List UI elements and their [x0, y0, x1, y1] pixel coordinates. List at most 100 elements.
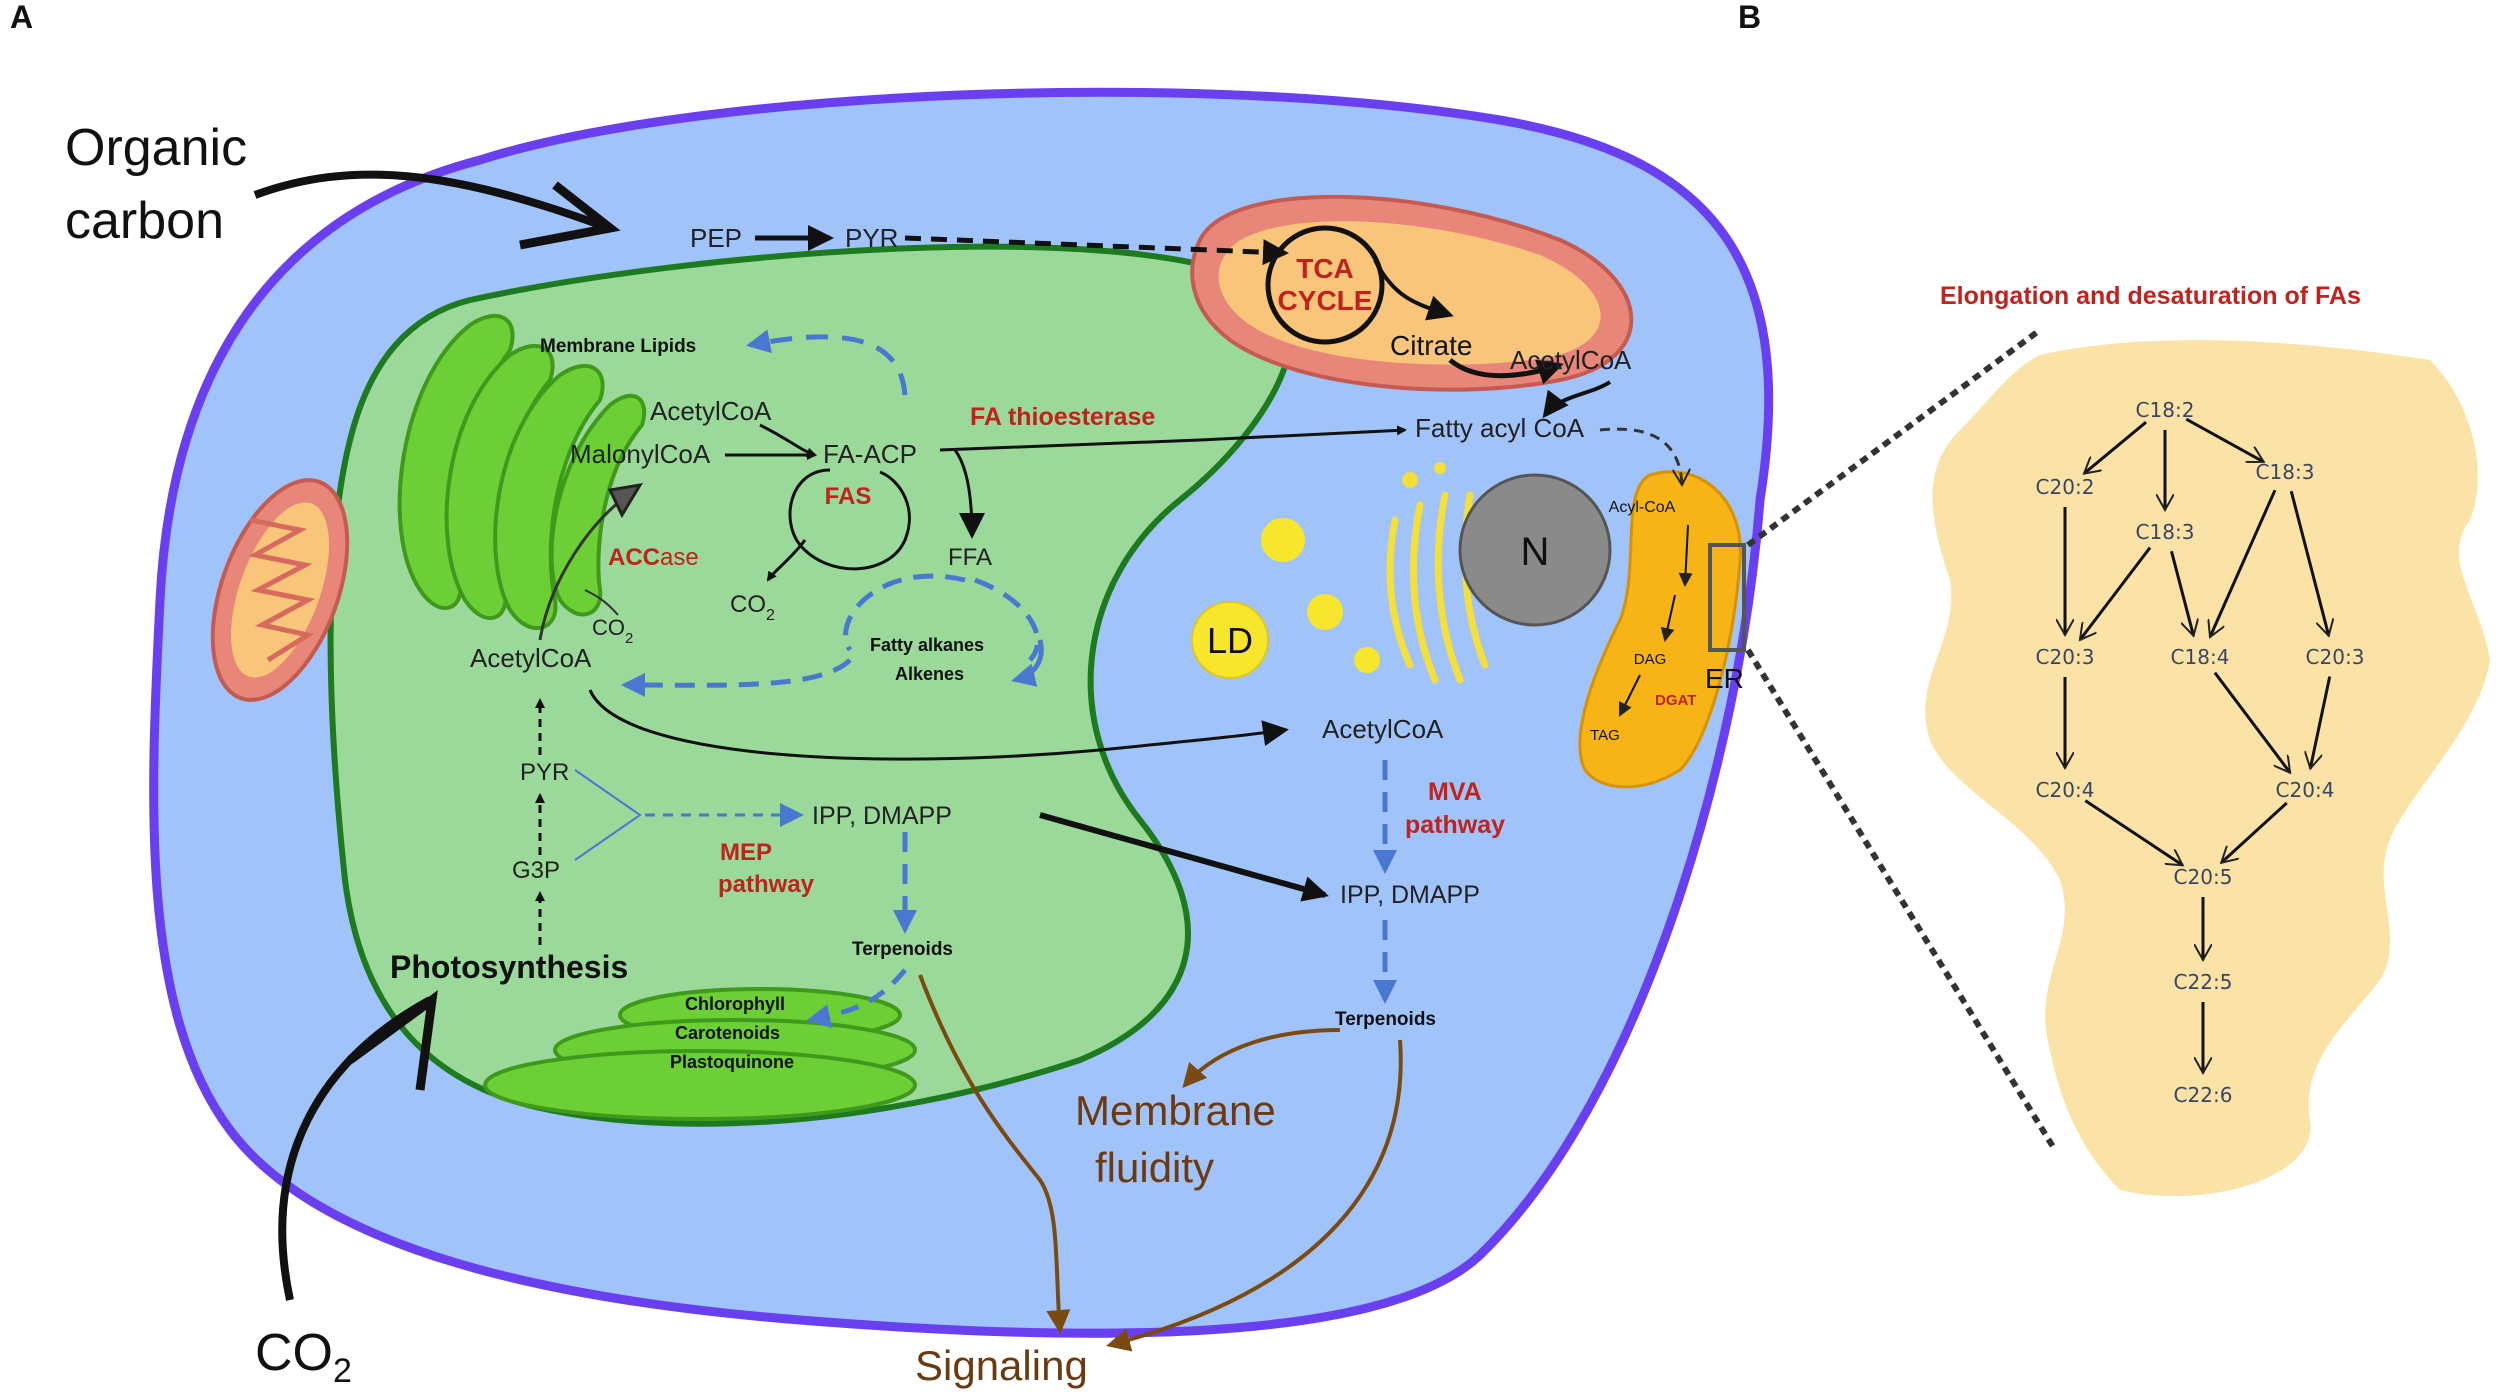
faacp-to-ffa-arrow	[953, 449, 985, 539]
fas-to-co2-arrow	[766, 539, 807, 582]
pathway-edge	[2084, 421, 2147, 473]
co2-acc-line	[584, 589, 619, 616]
pathway-edge	[2185, 417, 2263, 464]
accase-label: ACCase	[608, 544, 699, 571]
acetylcoa-chl-top-label: AcetylCoA	[650, 396, 772, 426]
pep-label: PEP	[690, 223, 742, 253]
er-arrow-1	[1678, 524, 1693, 587]
co2-acc-label: CO2	[592, 615, 633, 647]
mitochondrion-tca	[1190, 194, 1634, 392]
tca-label-1: TCA	[1296, 253, 1354, 284]
pyr-to-tca-arrow	[904, 235, 1289, 266]
fa-acp-label: FA-ACP	[823, 439, 917, 469]
terpenoids-chl-label: Terpenoids	[852, 939, 953, 960]
zoom-line-top	[1746, 327, 2042, 548]
fatty-acid-node: C22:5	[2174, 970, 2233, 994]
organic-carbon-label-1: Organic	[65, 119, 247, 177]
mep-label-1: MEP	[720, 839, 772, 866]
er-acylcoa: Acyl-CoA	[1609, 499, 1676, 516]
acetylcoa-to-fattyacyl-arrow	[1542, 380, 1612, 419]
lipid-droplet-small	[1261, 518, 1305, 562]
fattyacyl-to-er-arrow	[1599, 427, 1682, 485]
ipp-dmapp-chl-label: IPP, DMAPP	[812, 802, 952, 830]
thylakoid-stack-top	[397, 313, 647, 631]
membrane-lipids-label: Membrane Lipids	[540, 336, 696, 357]
mitochondrion-left	[210, 478, 350, 702]
pathway-edge	[2213, 671, 2290, 773]
terpenoids-chl-to-signaling-arrow	[918, 974, 1071, 1334]
acetylcoa-chl-label: AcetylCoA	[470, 643, 592, 673]
malonylcoa-label: MalonylCoA	[570, 439, 711, 469]
er-tag: TAG	[1590, 727, 1620, 744]
fatty-acid-node: C20:3	[2306, 645, 2365, 669]
faacp-to-membrane-lipids-arrow	[746, 329, 908, 396]
fatty-acid-node: C18:3	[2256, 460, 2315, 484]
fatty-acid-node: C20:3	[2036, 645, 2095, 669]
faacp-to-fattyacylcoa-arrow	[939, 425, 1407, 452]
membrane-fluidity-label-2: fluidity	[1095, 1144, 1214, 1191]
fatty-acyl-coa-label: Fatty acyl CoA	[1415, 413, 1585, 443]
terpenoids-to-pigments-arrow	[806, 968, 907, 1028]
fatty-acid-node: C18:3	[2136, 520, 2195, 544]
pyr-chl-label: PYR	[520, 759, 569, 786]
co2-input-arrowhead	[347, 990, 438, 1091]
pathway-edge	[2221, 801, 2288, 863]
fa-thioesterase-label: FA thioesterase	[970, 403, 1155, 431]
tca-to-citrate-arrow	[1373, 259, 1454, 321]
accase-arrowhead	[607, 482, 643, 519]
alkanes-arrowhead	[1011, 639, 1044, 687]
acetylcoa-mito-label: AcetylCoA	[1510, 345, 1632, 375]
ipp-chl-to-cyto-arrow	[1039, 812, 1329, 902]
golgi-vesicle	[1434, 462, 1446, 474]
lipid-droplet-small	[1354, 647, 1380, 673]
er-dag: DAG	[1634, 651, 1667, 668]
er-zoom-box	[1708, 543, 1746, 652]
pathway-edge	[2310, 676, 2332, 769]
ffa-back-to-acetylcoa-arrow	[621, 658, 852, 698]
er-arrow-3	[1619, 674, 1641, 717]
fatty-acid-node: C20:2	[2036, 475, 2095, 499]
alkenes-label: Alkenes	[895, 664, 964, 684]
carotenoids-label: Carotenoids	[675, 1023, 780, 1043]
membrane-fluidity-label-1: Membrane	[1075, 1087, 1276, 1134]
co2-input-label: CO2	[255, 1324, 352, 1390]
co2-fas-label: CO2	[730, 591, 775, 624]
chlorophyll-label: Chlorophyll	[685, 994, 785, 1014]
terpenoids-to-fluidity-arrow	[1182, 1028, 1341, 1089]
ffa-to-alkanes-arrow	[843, 573, 1041, 662]
pathway-edge	[2210, 489, 2277, 637]
pyr-cyto-label: PYR	[845, 223, 898, 253]
pathway-edge	[2289, 490, 2328, 635]
fatty-acid-node: C20:4	[2276, 778, 2335, 802]
nucleus-label: N	[1521, 530, 1550, 574]
acetylcoa-cyto-label: AcetylCoA	[1322, 714, 1444, 744]
mva-label-1: MVA	[1428, 778, 1482, 806]
fatty-alkanes-label: Fatty alkanes	[870, 635, 984, 655]
fatty-acid-node: C18:2	[2136, 398, 2195, 422]
mva-label-2: pathway	[1405, 811, 1505, 839]
lipid-droplet	[1191, 601, 1269, 679]
citrate-label: Citrate	[1390, 330, 1472, 361]
lipid-droplet-small	[1307, 594, 1343, 630]
fatty-acid-node: C20:5	[2174, 865, 2233, 889]
golgi-vesicle	[1402, 472, 1418, 488]
fatty-acid-node: C18:4	[2171, 645, 2230, 669]
er-dgat: DGAT	[1655, 692, 1696, 709]
acetylcoa-chl-to-cyto-arrow	[588, 689, 1289, 761]
tca-cycle-ring	[1265, 225, 1385, 345]
terpenoids-cyto-to-signaling-arrow	[1106, 1039, 1403, 1352]
ipp-dmapp-cyto-label: IPP, DMAPP	[1340, 881, 1480, 909]
citrate-to-acetylcoa-arrow	[1448, 358, 1564, 385]
panel-b-title: Elongation and desaturation of FAs	[1940, 282, 2361, 310]
pathway-edge	[2080, 546, 2152, 640]
pathway-edge	[2170, 550, 2193, 636]
fas-cycle	[788, 468, 911, 571]
pathway-edge	[2084, 799, 2182, 867]
nucleus	[1458, 473, 1612, 627]
ffa-label: FFA	[948, 544, 992, 571]
lipid-droplet-label: LD	[1207, 620, 1253, 661]
panel-a-letter: A	[10, 0, 33, 35]
panel-b-letter: B	[1738, 0, 1761, 35]
